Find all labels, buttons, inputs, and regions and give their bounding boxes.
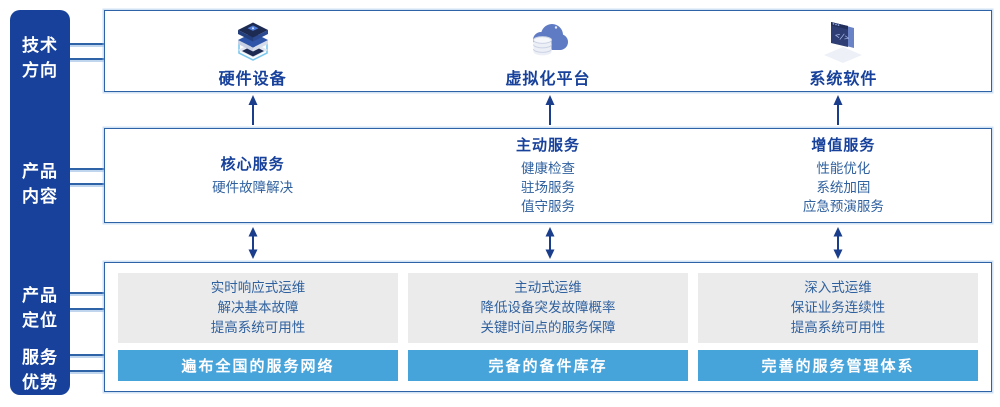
service-title: 增值服务 [811, 136, 876, 154]
advantage-bar: 遍布全国的服务网络 [118, 350, 398, 381]
positioning-line: 深入式运维 [804, 280, 872, 296]
positioning-col-realtime: 实时响应式运维 解决基本故障 提高系统可用性 遍布全国的服务网络 [118, 273, 398, 381]
service-item: 健康检查 [520, 161, 575, 177]
service-item: 硬件故障解决 [212, 180, 294, 196]
positioning-line: 保证业务连续性 [790, 300, 886, 316]
sidebar-label-service-advantage: 服务 优势 [22, 348, 58, 393]
connector-line [70, 58, 104, 60]
sidebar-label-product-content: 产品 内容 [22, 162, 58, 207]
positioning-line: 解决基本故障 [217, 300, 299, 316]
tech-label-system-software: 系统软件 [809, 68, 878, 88]
up-arrow-icon [248, 95, 258, 125]
positioning-col-indepth: 深入式运维 保证业务连续性 提高系统可用性 完善的服务管理体系 [698, 273, 978, 381]
service-item: 值守服务 [520, 199, 575, 215]
connector-line [70, 43, 104, 45]
connector-line [70, 168, 104, 170]
connector-line [70, 308, 104, 310]
positioning-panel: 主动式运维 降低设备突发故障概率 关键时间点的服务保障 [408, 273, 688, 343]
service-item: 驻场服务 [520, 180, 575, 196]
double-arrow-icon [545, 227, 555, 259]
connector-line [70, 183, 104, 185]
up-arrow-icon [545, 95, 555, 125]
positioning-line: 实时响应式运维 [210, 280, 306, 296]
connector-line [70, 292, 104, 294]
sidebar-label-product-positioning: 产品 定位 [22, 286, 58, 331]
service-title: 核心服务 [220, 155, 285, 173]
positioning-line: 主动式运维 [514, 280, 582, 296]
tech-direction-box: 硬件设备 虚拟化平台 [104, 10, 992, 92]
tech-label-virtualization: 虚拟化平台 [505, 68, 591, 88]
service-item: 性能优化 [816, 161, 871, 177]
double-arrow-icon [833, 227, 843, 259]
product-content-box: 核心服务 硬件故障解决 主动服务 健康检查 驻场服务 值守服务 增值服务 性能优… [104, 128, 992, 223]
advantage-bar: 完备的备件库存 [408, 350, 688, 381]
positioning-line: 提高系统可用性 [210, 320, 306, 336]
positioning-panel: 深入式运维 保证业务连续性 提高系统可用性 [698, 273, 978, 343]
positioning-line: 提高系统可用性 [790, 320, 886, 336]
tech-label-hardware: 硬件设备 [218, 68, 287, 88]
service-title: 主动服务 [515, 136, 580, 154]
sidebar-label-tech-direction: 技术 方向 [22, 36, 58, 81]
up-arrow-icon [833, 95, 843, 125]
service-item: 应急预演服务 [802, 199, 884, 215]
connector-line [70, 354, 104, 356]
service-col-core: 核心服务 硬件故障解决 [105, 129, 400, 222]
positioning-panel: 实时响应式运维 解决基本故障 提高系统可用性 [118, 273, 398, 343]
tech-cell-system-software: </> 系统软件 [696, 11, 991, 91]
double-arrow-icon [248, 227, 258, 259]
server-stack-icon [237, 22, 268, 61]
product-positioning-box: 实时响应式运维 解决基本故障 提高系统可用性 遍布全国的服务网络 主动式运维 降… [104, 262, 992, 392]
cloud-database-icon [532, 23, 568, 55]
positioning-line: 关键时间点的服务保障 [480, 320, 616, 336]
tech-cell-hardware: 硬件设备 [105, 11, 400, 91]
svg-text:</>: </> [834, 30, 850, 42]
positioning-col-proactive: 主动式运维 降低设备突发故障概率 关键时间点的服务保障 完备的备件库存 [408, 273, 688, 381]
advantage-bar: 完善的服务管理体系 [698, 350, 978, 381]
sidebar: 技术 方向 产品 内容 产品 定位 服务 优势 [10, 10, 70, 395]
connector-line [70, 370, 104, 372]
code-window-icon: </> [824, 21, 863, 63]
tech-cell-virtualization: 虚拟化平台 [400, 11, 695, 91]
positioning-line: 降低设备突发故障概率 [480, 300, 616, 316]
service-item: 系统加固 [816, 180, 871, 196]
service-col-value-added: 增值服务 性能优化 系统加固 应急预演服务 [696, 129, 991, 222]
service-col-proactive: 主动服务 健康检查 驻场服务 值守服务 [400, 129, 695, 222]
